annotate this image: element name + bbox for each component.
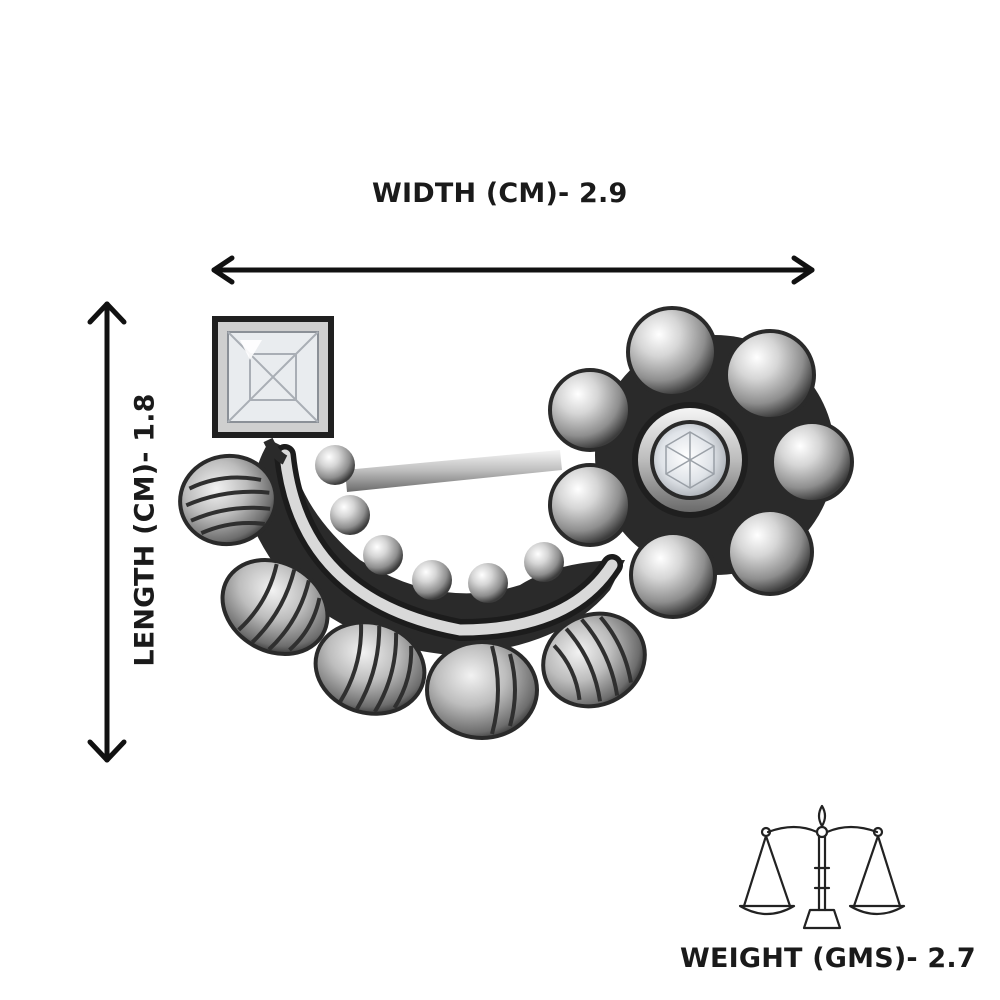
length-arrow-icon [87, 301, 127, 763]
curved-wire [274, 444, 623, 642]
square-stone [212, 316, 334, 465]
length-label: LENGTH (CM)- 1.8 [129, 393, 161, 667]
ribbed-petals [178, 453, 647, 740]
post-bar [345, 450, 562, 492]
width-label: WIDTH (CM)- 2.9 [372, 178, 628, 209]
flower [548, 306, 854, 619]
width-arrow-icon [211, 255, 815, 285]
weight-label: WEIGHT (GMS)- 2.7 [680, 943, 976, 974]
small-beads [315, 445, 564, 603]
